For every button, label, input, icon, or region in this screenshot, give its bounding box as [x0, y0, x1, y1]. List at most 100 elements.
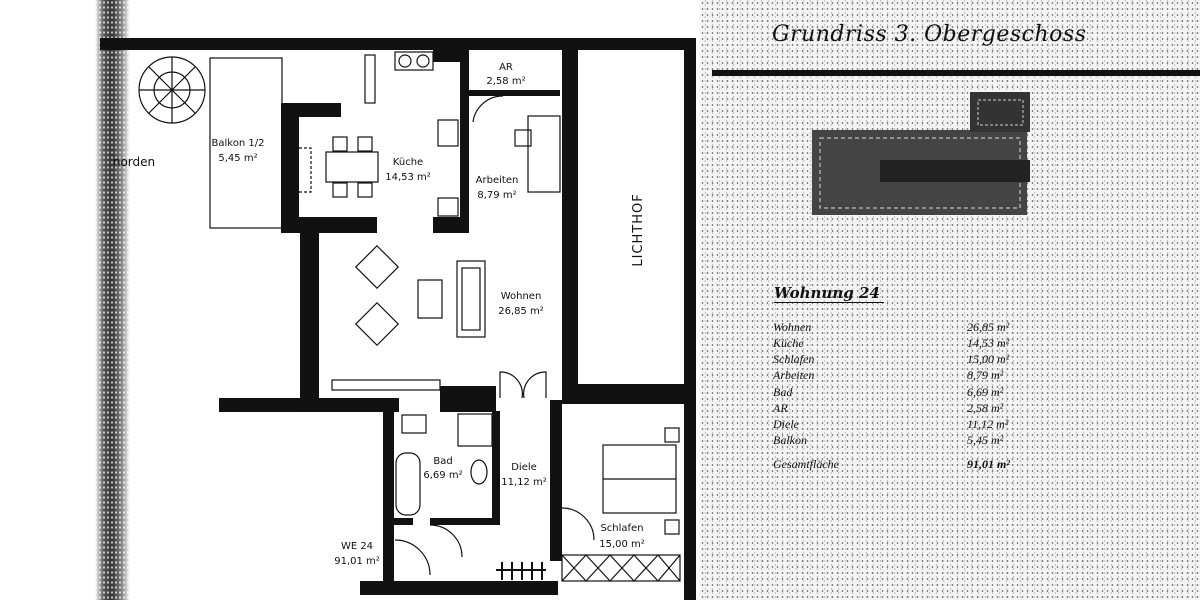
room-name: Bad: [433, 456, 452, 467]
total-value: 91,01 m²: [967, 457, 1010, 471]
wall: [383, 518, 413, 525]
bathtub: [395, 452, 421, 516]
fridge: [437, 197, 459, 217]
scan-noise: [90, 0, 135, 600]
summary-row: Arbeiten 8,79 m²: [773, 368, 1033, 383]
balcony-outline: [209, 57, 283, 229]
room-area: 11,12 m²: [501, 477, 547, 488]
window: [239, 399, 299, 409]
title-rule: [712, 70, 1200, 76]
row-label: Diele: [773, 417, 799, 431]
summary-row: Küche 14,53 m²: [773, 336, 1033, 351]
wall-kitchen-top: [281, 103, 341, 117]
row-value: 11,12 m²: [967, 417, 1009, 431]
compass-label: norden: [113, 155, 155, 169]
room-area: 91,01 m²: [334, 556, 380, 567]
window: [364, 54, 376, 104]
row-value: 8,79 m²: [967, 368, 1004, 382]
washbasin: [470, 459, 488, 485]
sink: [437, 119, 459, 147]
armchair: [354, 301, 400, 347]
room-name: Küche: [393, 157, 423, 168]
window: [599, 389, 661, 399]
wardrobe: [561, 554, 681, 582]
row-label: Balkon: [773, 433, 807, 447]
wall: [460, 50, 469, 230]
apartment-title: Wohnung 24: [774, 284, 884, 303]
summary-row: AR 2,58 m²: [773, 401, 1033, 416]
armchair: [354, 244, 400, 290]
window: [565, 299, 576, 341]
room-name: Arbeiten: [476, 175, 519, 186]
room-name: AR: [499, 62, 513, 73]
row-value: 26,85 m²: [967, 320, 1010, 334]
row-value: 2,58 m²: [967, 401, 1004, 415]
row-label: Schlafen: [773, 352, 815, 366]
wall-right: [684, 38, 696, 600]
door-entry: [394, 539, 431, 576]
wall: [433, 50, 467, 62]
building-wing: [970, 92, 1030, 132]
total-label: Gesamtfläche: [773, 457, 839, 471]
coffee-table: [417, 279, 443, 319]
summary-row: Schlafen 15,00 m²: [773, 352, 1033, 367]
summary-row: Wohnen 26,85 m²: [773, 320, 1033, 335]
sofa: [456, 260, 486, 338]
wall-top: [100, 38, 696, 50]
wall-bottom: [360, 581, 558, 595]
room-name: Balkon 1/2: [212, 138, 265, 149]
row-label: Küche: [773, 336, 804, 350]
room-name: LICHTHOF: [631, 193, 646, 266]
summary-row: Diele 11,12 m²: [773, 417, 1033, 432]
summary-total: Gesamtfläche 91,01 m²: [773, 457, 1033, 472]
summary-row: Balkon 5,45 m²: [773, 433, 1033, 448]
shower: [457, 413, 493, 447]
room-name: Diele: [511, 462, 537, 473]
row-label: Wohnen: [773, 320, 812, 334]
room-area: 5,45 m²: [218, 153, 257, 164]
toilet: [401, 414, 427, 434]
desk-chair: [514, 129, 532, 147]
row-value: 15,00 m²: [967, 352, 1010, 366]
room-name: Wohnen: [501, 291, 542, 302]
building-thumbnail: [812, 92, 1030, 215]
wall-kitchen-left: [281, 103, 299, 231]
wall: [433, 217, 469, 233]
room-area: 14,53 m²: [385, 172, 431, 183]
door-ar: [472, 95, 504, 123]
dining-table: [325, 151, 379, 183]
door-bad: [429, 524, 463, 558]
wall-kitchen-bottom: [281, 217, 377, 233]
room-area: 26,85 m²: [498, 306, 544, 317]
wall-ar-bottom: [465, 90, 560, 96]
wall-bad-inner: [430, 518, 500, 525]
walls: [100, 38, 696, 600]
room-area: 2,58 m²: [486, 76, 525, 87]
desk: [527, 115, 561, 193]
room-area: 15,00 m²: [599, 539, 645, 550]
window: [302, 249, 316, 291]
row-value: 6,69 m²: [967, 385, 1004, 399]
window: [565, 99, 576, 141]
wall-wohnen-left: [300, 231, 319, 411]
row-value: 14,53 m²: [967, 336, 1010, 350]
door-schlafen: [561, 507, 595, 541]
window: [302, 317, 316, 359]
wall-schlafen-left: [550, 400, 562, 561]
info-panel: [700, 0, 1200, 600]
wall-lichthof-bottom: [562, 384, 696, 404]
room-name: WE 24: [341, 541, 373, 552]
row-label: Bad: [773, 385, 793, 399]
stove: [394, 51, 434, 71]
balcony-door: [288, 147, 312, 193]
fixtures: [138, 51, 681, 582]
double-door: [499, 371, 547, 399]
row-label: Arbeiten: [773, 368, 815, 382]
wall: [440, 386, 496, 412]
page-title: Grundriss 3. Obergeschoss: [772, 22, 1087, 47]
room-area: 6,69 m²: [423, 470, 462, 481]
row-label: AR: [773, 401, 788, 415]
row-value: 5,45 m²: [967, 433, 1004, 447]
wall-bad-left: [383, 411, 394, 594]
